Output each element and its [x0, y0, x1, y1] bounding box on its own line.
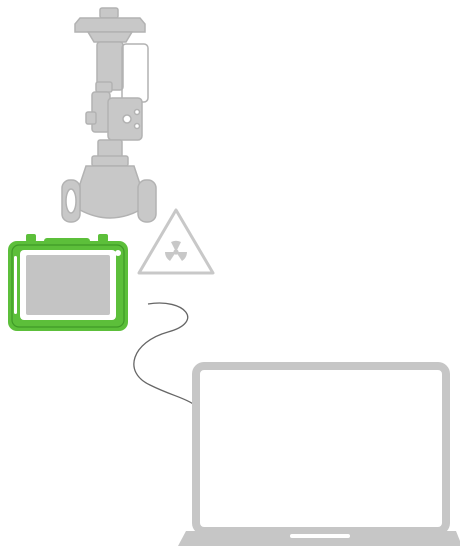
control-valve-icon [61, 7, 157, 223]
connection-cable-icon [133, 302, 194, 405]
green-portable-device-icon [8, 234, 128, 331]
laptop-icon [178, 362, 460, 546]
radiation-warning-icon [137, 208, 215, 275]
